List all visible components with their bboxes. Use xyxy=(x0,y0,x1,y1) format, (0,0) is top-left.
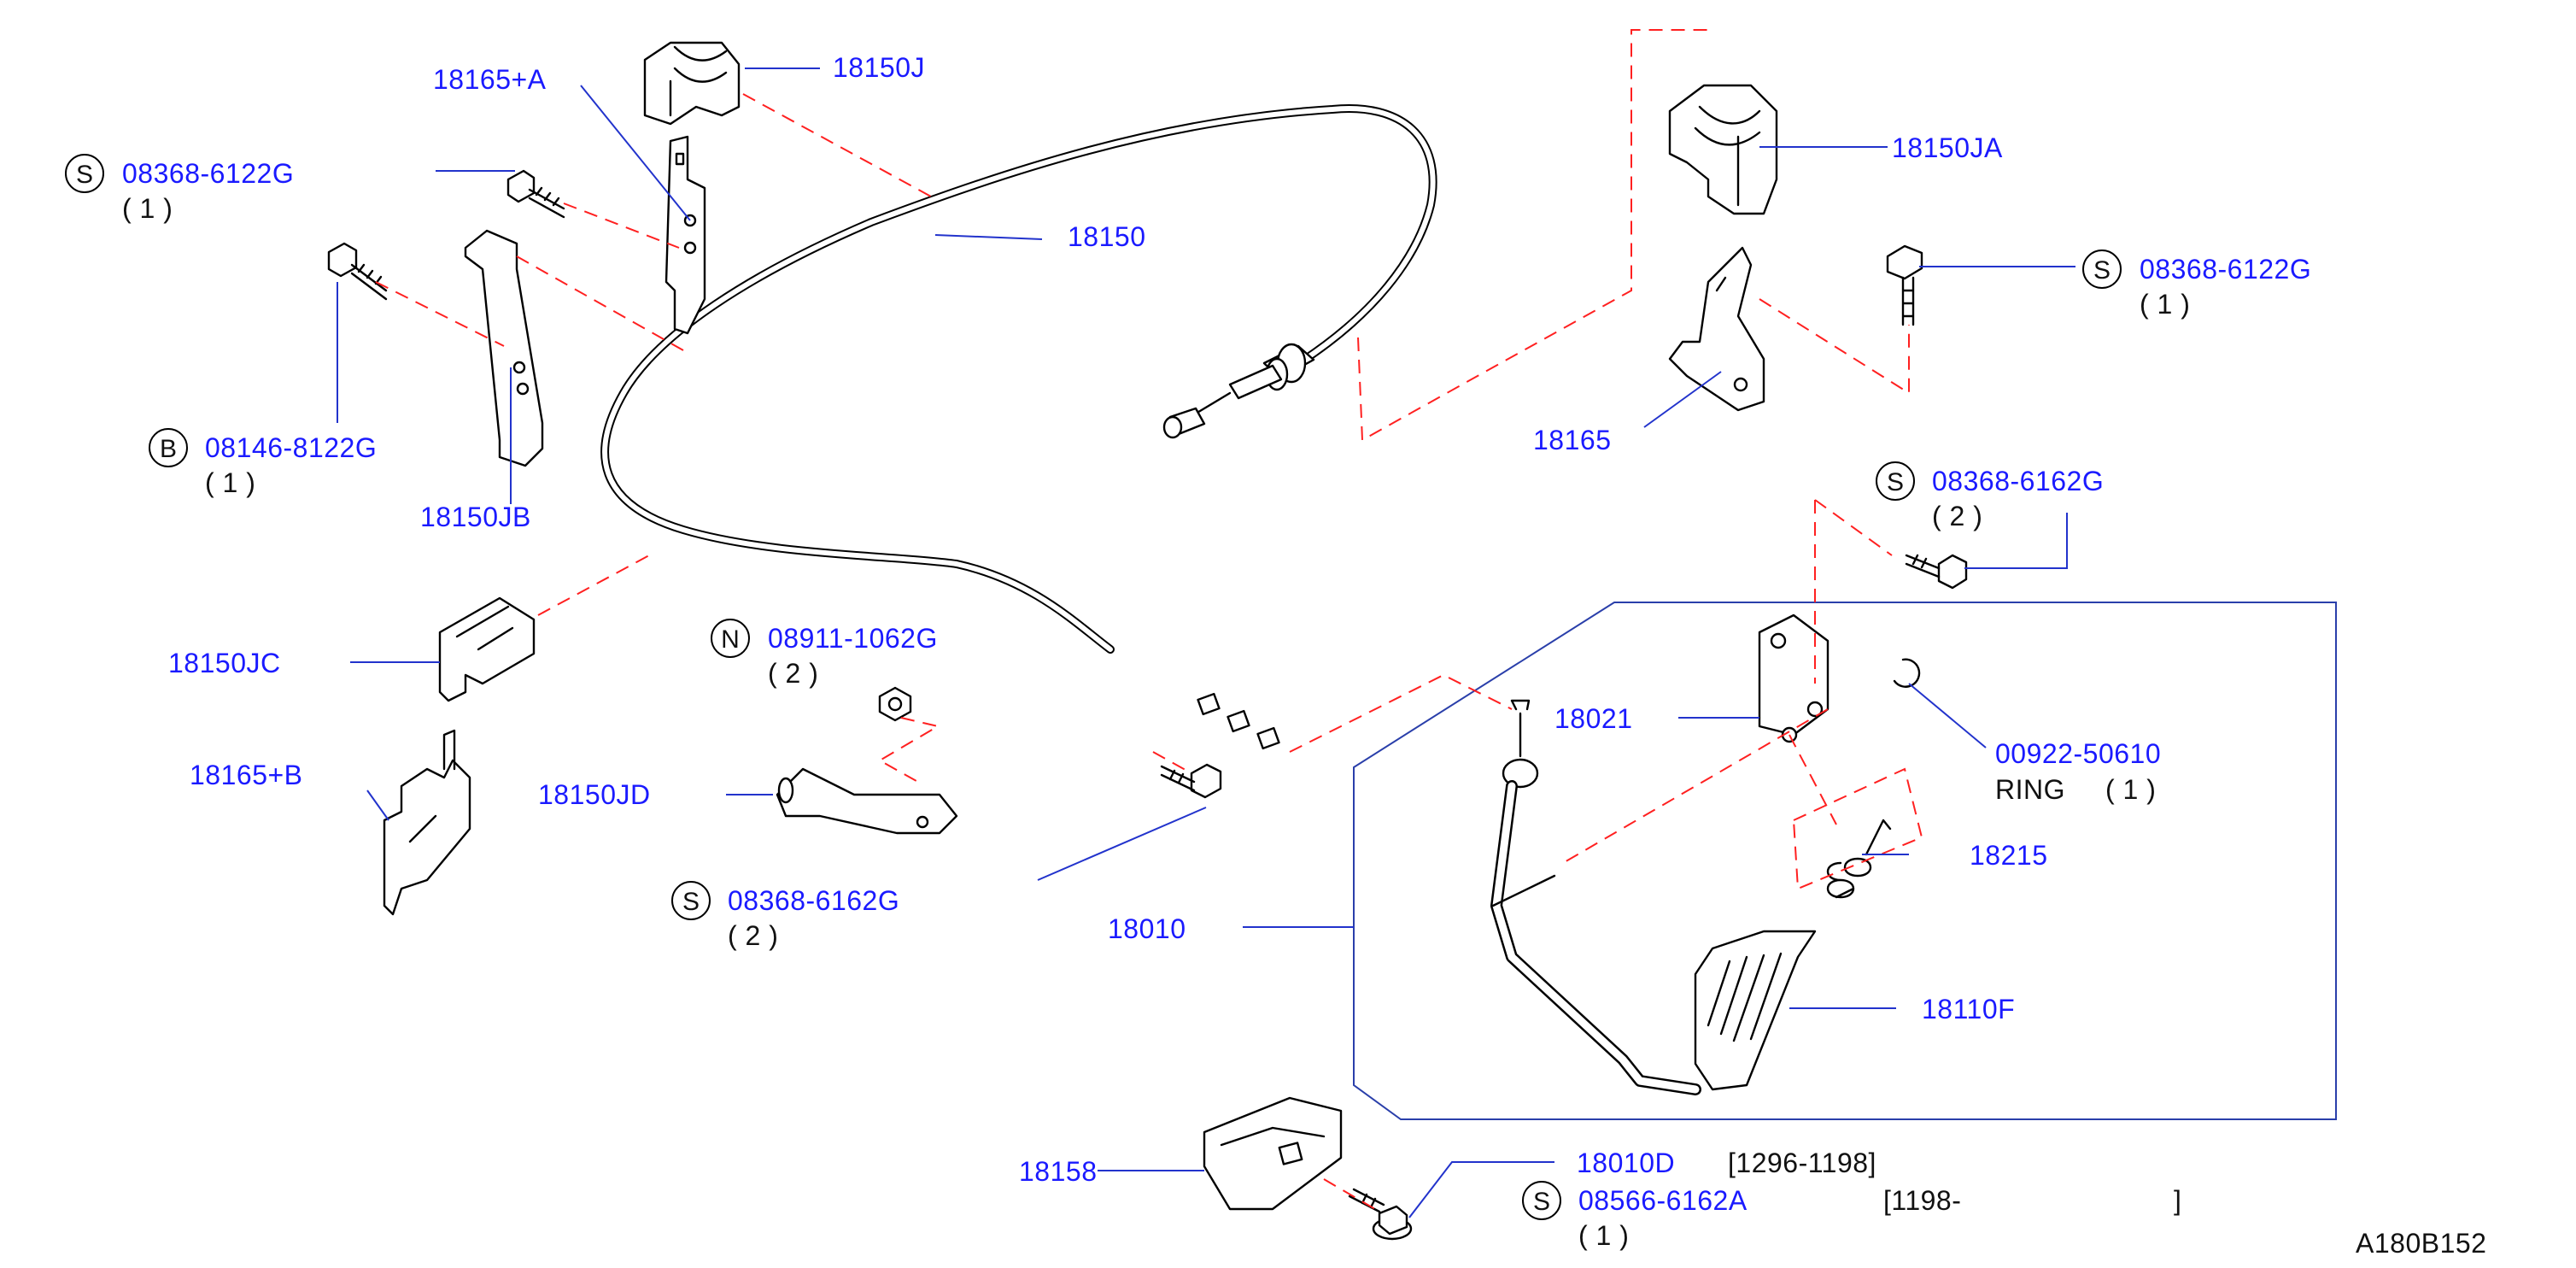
svg-text:N: N xyxy=(721,625,740,654)
diagram-code: A180B152 xyxy=(2356,1228,2486,1259)
accelerator-cable xyxy=(600,104,1437,654)
pedal-pad-18110F xyxy=(1694,930,1817,1091)
date-range-18010D: [1296-1198] xyxy=(1728,1148,1876,1178)
fastener-s3-number: 08368-6162G xyxy=(1932,466,2104,496)
pedal-bracket-18021 xyxy=(1758,613,1830,743)
label-18150JC: 18150JC xyxy=(168,648,281,678)
date-range-s5-close: ] xyxy=(2174,1185,2181,1216)
svg-text:S: S xyxy=(2093,256,2111,285)
leader-lines xyxy=(337,68,2075,1218)
symbol-s4: S xyxy=(671,881,711,920)
bracket-18165 xyxy=(1668,246,1765,412)
fastener-s4-qty: ( 2 ) xyxy=(728,920,778,951)
pedal-assembly-box xyxy=(1353,602,2337,1120)
bolt-s3 xyxy=(1905,554,1968,590)
fastener-s2-number: 08368-6122G xyxy=(2140,254,2311,285)
symbol-s5: S xyxy=(1522,1181,1561,1220)
symbol-b1: B xyxy=(149,428,188,467)
label-18010: 18010 xyxy=(1108,913,1186,944)
svg-text:S: S xyxy=(1533,1188,1550,1216)
bolt-b1 xyxy=(327,242,388,301)
fastener-s3-qty: ( 2 ) xyxy=(1932,501,1982,531)
pedal-lever xyxy=(1490,699,1701,1095)
symbol-s1: S xyxy=(65,154,104,193)
label-18150JD: 18150JD xyxy=(538,779,651,810)
clip-18150JA xyxy=(1668,84,1778,215)
bracket-18150JB xyxy=(464,229,544,467)
ring-clip xyxy=(1893,658,1921,688)
nut-n1 xyxy=(878,686,912,722)
label-18165A: 18165+A xyxy=(433,64,547,95)
bolt-s2 xyxy=(1886,244,1923,326)
fastener-n1-number: 08911-1062G xyxy=(768,623,938,654)
symbol-s3: S xyxy=(1876,461,1915,501)
fastener-b1-number: 08146-8122G xyxy=(205,432,377,463)
return-spring-18215 xyxy=(1826,819,1892,899)
fastener-n1-qty: ( 2 ) xyxy=(768,658,818,689)
label-18165: 18165 xyxy=(1533,425,1611,455)
label-18150J: 18150J xyxy=(833,52,925,83)
label-18110F: 18110F xyxy=(1922,994,2015,1024)
fastener-s1-qty: ( 1 ) xyxy=(122,193,173,224)
label-18150: 18150 xyxy=(1068,221,1145,252)
fastener-s5-qty: ( 1 ) xyxy=(1578,1220,1629,1251)
ring-qty: ( 1 ) xyxy=(2105,774,2156,805)
label-18165B: 18165+B xyxy=(190,760,303,790)
bracket-18165A xyxy=(664,135,706,335)
pedal-stopper-18158 xyxy=(1203,1096,1343,1211)
bolt-s4 xyxy=(1160,763,1222,799)
small-nuts-on-cable xyxy=(1197,692,1280,750)
clip-18150JC xyxy=(438,596,536,702)
date-range-s5-open: [1198- xyxy=(1883,1185,1961,1216)
svg-text:S: S xyxy=(1887,468,1904,496)
svg-text:S: S xyxy=(682,888,700,916)
bracket-18165B xyxy=(383,729,471,916)
label-18150JA: 18150JA xyxy=(1892,132,2003,163)
bracket-18150JD xyxy=(776,767,958,835)
clip-18150J xyxy=(643,41,741,126)
fastener-s4-number: 08368-6162G xyxy=(728,885,899,916)
label-18215: 18215 xyxy=(1970,840,2047,871)
svg-text:B: B xyxy=(160,435,177,463)
installation-lines xyxy=(375,29,1923,1212)
bolt-s1 xyxy=(506,169,565,219)
ring-name: RING xyxy=(1995,774,2065,805)
symbol-n1: N xyxy=(711,619,750,658)
label-18010D: 18010D xyxy=(1577,1148,1675,1178)
label-18021: 18021 xyxy=(1554,703,1632,734)
fastener-s5-number: 08566-6162A xyxy=(1578,1185,1748,1216)
bolt-s5 xyxy=(1348,1188,1413,1241)
label-18158: 18158 xyxy=(1019,1156,1097,1187)
label-18150JB: 18150JB xyxy=(420,502,531,532)
symbol-s2: S xyxy=(2082,249,2122,289)
fastener-s1-number: 08368-6122G xyxy=(122,158,294,189)
fastener-s2-qty: ( 1 ) xyxy=(2140,289,2190,320)
svg-text:S: S xyxy=(76,161,93,189)
ring-number: 00922-50610 xyxy=(1995,738,2161,769)
fastener-b1-qty: ( 1 ) xyxy=(205,467,255,498)
